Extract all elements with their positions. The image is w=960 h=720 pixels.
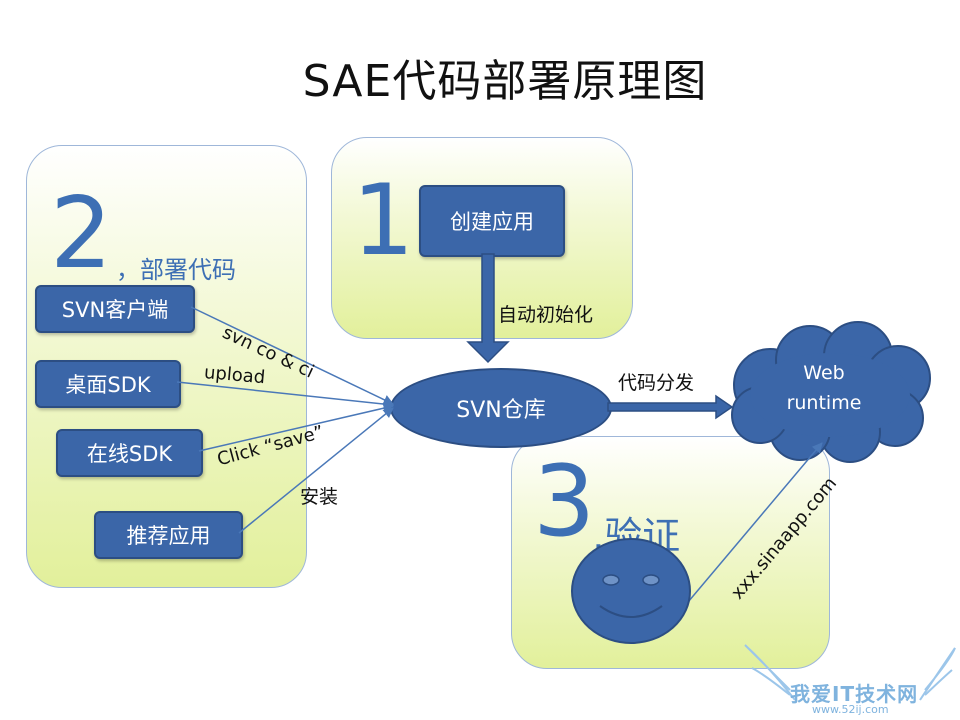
recommended-app-box[interactable]: 推荐应用 [94, 511, 243, 559]
auto-init-label: 自动初始化 [498, 304, 594, 326]
online-sdk-connector [198, 403, 395, 452]
watermark-logo: 我爱IT技术网 [790, 682, 919, 706]
init-arrow [466, 253, 510, 364]
distribute-arrow [607, 394, 734, 420]
web-runtime-line2: runtime [786, 392, 862, 414]
svn-client-connector [190, 306, 394, 405]
distribute-label: 代码分发 [618, 372, 695, 394]
recommended-app-connector [238, 407, 394, 534]
panel-deploy-label: ，部署代码 [116, 256, 236, 284]
web-runtime-label: Web runtime [764, 358, 884, 418]
desktop-sdk-connector [176, 381, 395, 410]
verify-connector [682, 442, 823, 609]
page-title: SAE代码部署原理图 [302, 56, 708, 107]
watermark-url: www.52ij.com [812, 703, 889, 716]
step-number-1: 1 [352, 164, 415, 278]
create-app-box[interactable]: 创建应用 [419, 185, 565, 257]
step-number-2: 2 [50, 177, 113, 291]
web-runtime-line1: Web [803, 362, 845, 384]
smiley-icon [571, 538, 691, 644]
svn-repo-node[interactable]: SVN仓库 [390, 368, 612, 448]
svn-client-box[interactable]: SVN客户端 [35, 285, 195, 333]
step-number-3: 3 [533, 445, 596, 559]
install-label: 安装 [300, 486, 339, 508]
watermark-wings-icon [744, 644, 956, 701]
online-sdk-box[interactable]: 在线SDK [56, 429, 203, 477]
desktop-sdk-box[interactable]: 桌面SDK [35, 360, 181, 408]
